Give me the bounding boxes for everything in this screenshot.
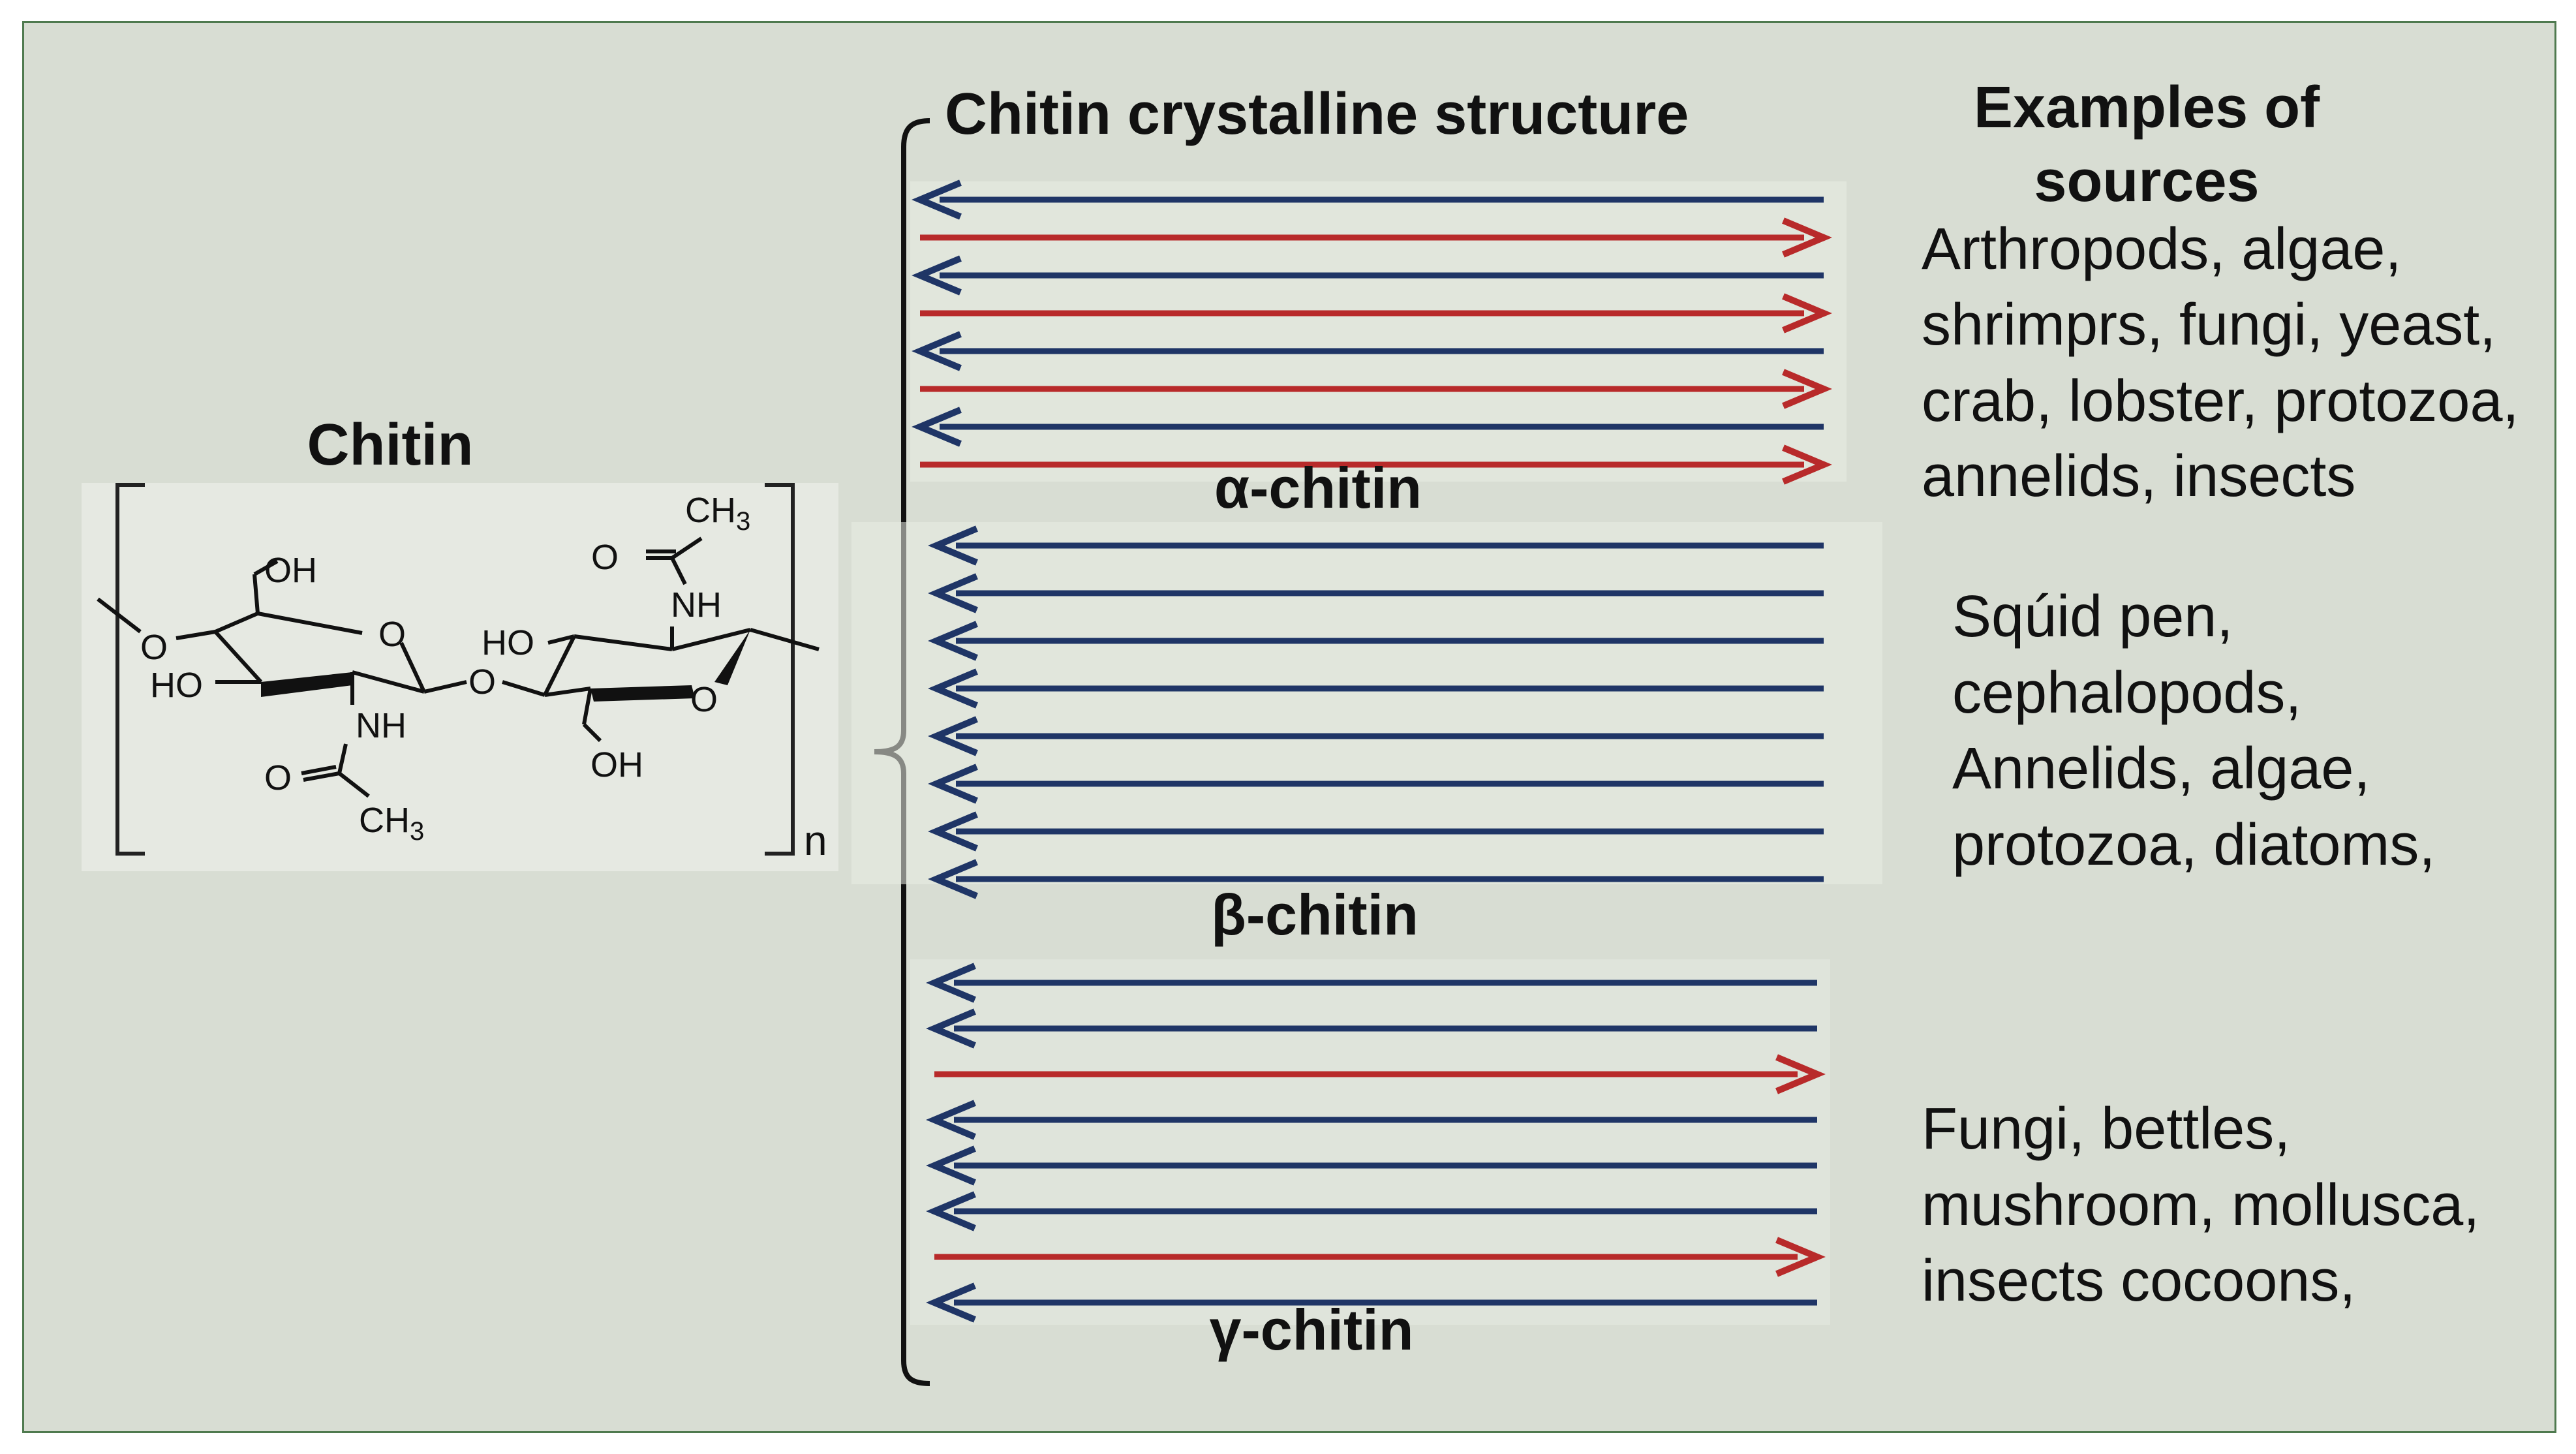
chain-left-arrowhead — [912, 255, 962, 296]
alpha-sources: Arthropods, algae, shrimprs, fungi, yeas… — [1922, 217, 2519, 509]
alpha-backdrop — [910, 181, 1847, 482]
label-o-carbonyl-left: O — [264, 758, 292, 797]
chain-left-arrowhead — [928, 668, 978, 709]
chain-right-arrowhead — [1782, 444, 1832, 485]
alpha-label: α-chitin — [1214, 456, 1422, 520]
beta-source-line: protozoa, diatoms, — [1952, 812, 2435, 878]
chain-left-arrowhead — [912, 179, 962, 220]
repeat-subscript: n — [804, 817, 827, 864]
ring-1-wedge — [261, 672, 352, 697]
label-o-bridge: O — [468, 662, 496, 702]
gamma-source-line: mushroom, mollusca, — [1922, 1173, 2479, 1238]
label-ho-left: HO — [150, 666, 203, 705]
beta-label: β-chitin — [1211, 882, 1418, 947]
ring-1-bonds — [97, 559, 467, 798]
structure-heading: Chitin crystalline structure — [945, 82, 1689, 147]
label-ho-right: HO — [482, 623, 534, 662]
label-oh-top: OH — [264, 551, 317, 590]
beta-source-line: Sqúid pen, — [1952, 584, 2233, 649]
label-nh-right: NH — [671, 585, 722, 625]
label-ch3-right: CH3 — [685, 491, 750, 536]
chain-left-arrowhead — [928, 525, 978, 566]
chain-right-arrowhead — [1775, 1054, 1826, 1094]
gamma-source-line: Fungi, bettles, — [1922, 1096, 2290, 1162]
gamma-backdrop — [910, 959, 1830, 1325]
chain-right-arrowhead — [1775, 1237, 1826, 1277]
label-o-ring1: O — [378, 615, 406, 654]
chain-right-arrowhead — [1782, 293, 1832, 333]
chain-left-arrowhead — [926, 1145, 976, 1186]
chain-right-arrowhead — [1782, 217, 1832, 258]
beta-sources: Sqúid pen, cephalopods, Annelids, algae,… — [1952, 584, 2435, 878]
chain-left-arrowhead — [926, 1100, 976, 1140]
beta-source-line: Annelids, algae, — [1952, 736, 2370, 801]
ring-2-bonds — [502, 536, 820, 743]
chain-left-arrowhead — [928, 716, 978, 756]
chain-left-arrowhead — [928, 621, 978, 661]
crystalline-structure: Chitin crystalline structure α-chitin β-… — [851, 82, 1882, 1386]
chain-left-arrowhead — [928, 764, 978, 804]
label-oh-bottom: OH — [590, 745, 643, 784]
chain-arrows — [912, 179, 1832, 1323]
chain-left-arrowhead — [926, 963, 976, 1003]
sources-column: Examples of sources Arthropods, algae, s… — [1922, 75, 2519, 1314]
label-o-left: O — [140, 628, 168, 667]
chain-left-arrowhead — [926, 1008, 976, 1049]
alpha-source-line: Arthropods, algae, — [1922, 217, 2401, 282]
chain-left-arrowhead — [912, 407, 962, 447]
chain-left-arrowhead — [926, 1191, 976, 1231]
beta-source-line: cephalopods, — [1952, 660, 2301, 726]
beta-backdrop — [851, 522, 1882, 884]
chitin-molecule: Chitin n — [82, 412, 838, 871]
left-bracket — [115, 483, 145, 856]
ring-2-wedge-right — [714, 630, 750, 685]
molecule-backdrop — [82, 483, 838, 871]
alpha-source-line: annelids, insects — [1922, 444, 2355, 509]
sources-heading-line2: sources — [2034, 149, 2259, 214]
chain-right-arrowhead — [1782, 369, 1832, 409]
gamma-label: γ-chitin — [1210, 1297, 1414, 1362]
chain-left-arrowhead — [912, 331, 962, 371]
label-nh-left: NH — [356, 706, 406, 745]
alpha-source-line: shrimprs, fungi, yeast, — [1922, 292, 2496, 358]
chain-left-arrowhead — [928, 859, 978, 899]
atom-labels: OH O O HO NH O CH3 O HO O NH OH O CH3 — [140, 491, 750, 846]
chain-left-arrowhead — [926, 1282, 976, 1323]
alpha-source-line: crab, lobster, protozoa, — [1922, 369, 2519, 434]
ring-2-wedge — [590, 685, 695, 702]
label-o-carbonyl-right: O — [591, 538, 619, 577]
molecule-title: Chitin — [307, 412, 474, 478]
gamma-source-line: insects cocoons, — [1922, 1248, 2355, 1314]
label-o-ring2: O — [690, 680, 718, 719]
label-ch3-left: CH3 — [359, 801, 424, 846]
chain-left-arrowhead — [928, 573, 978, 613]
right-bracket — [765, 483, 795, 856]
gamma-sources: Fungi, bettles, mushroom, mollusca, inse… — [1922, 1096, 2479, 1314]
sources-heading-line1: Examples of — [1974, 75, 2320, 140]
chain-left-arrowhead — [928, 811, 978, 852]
